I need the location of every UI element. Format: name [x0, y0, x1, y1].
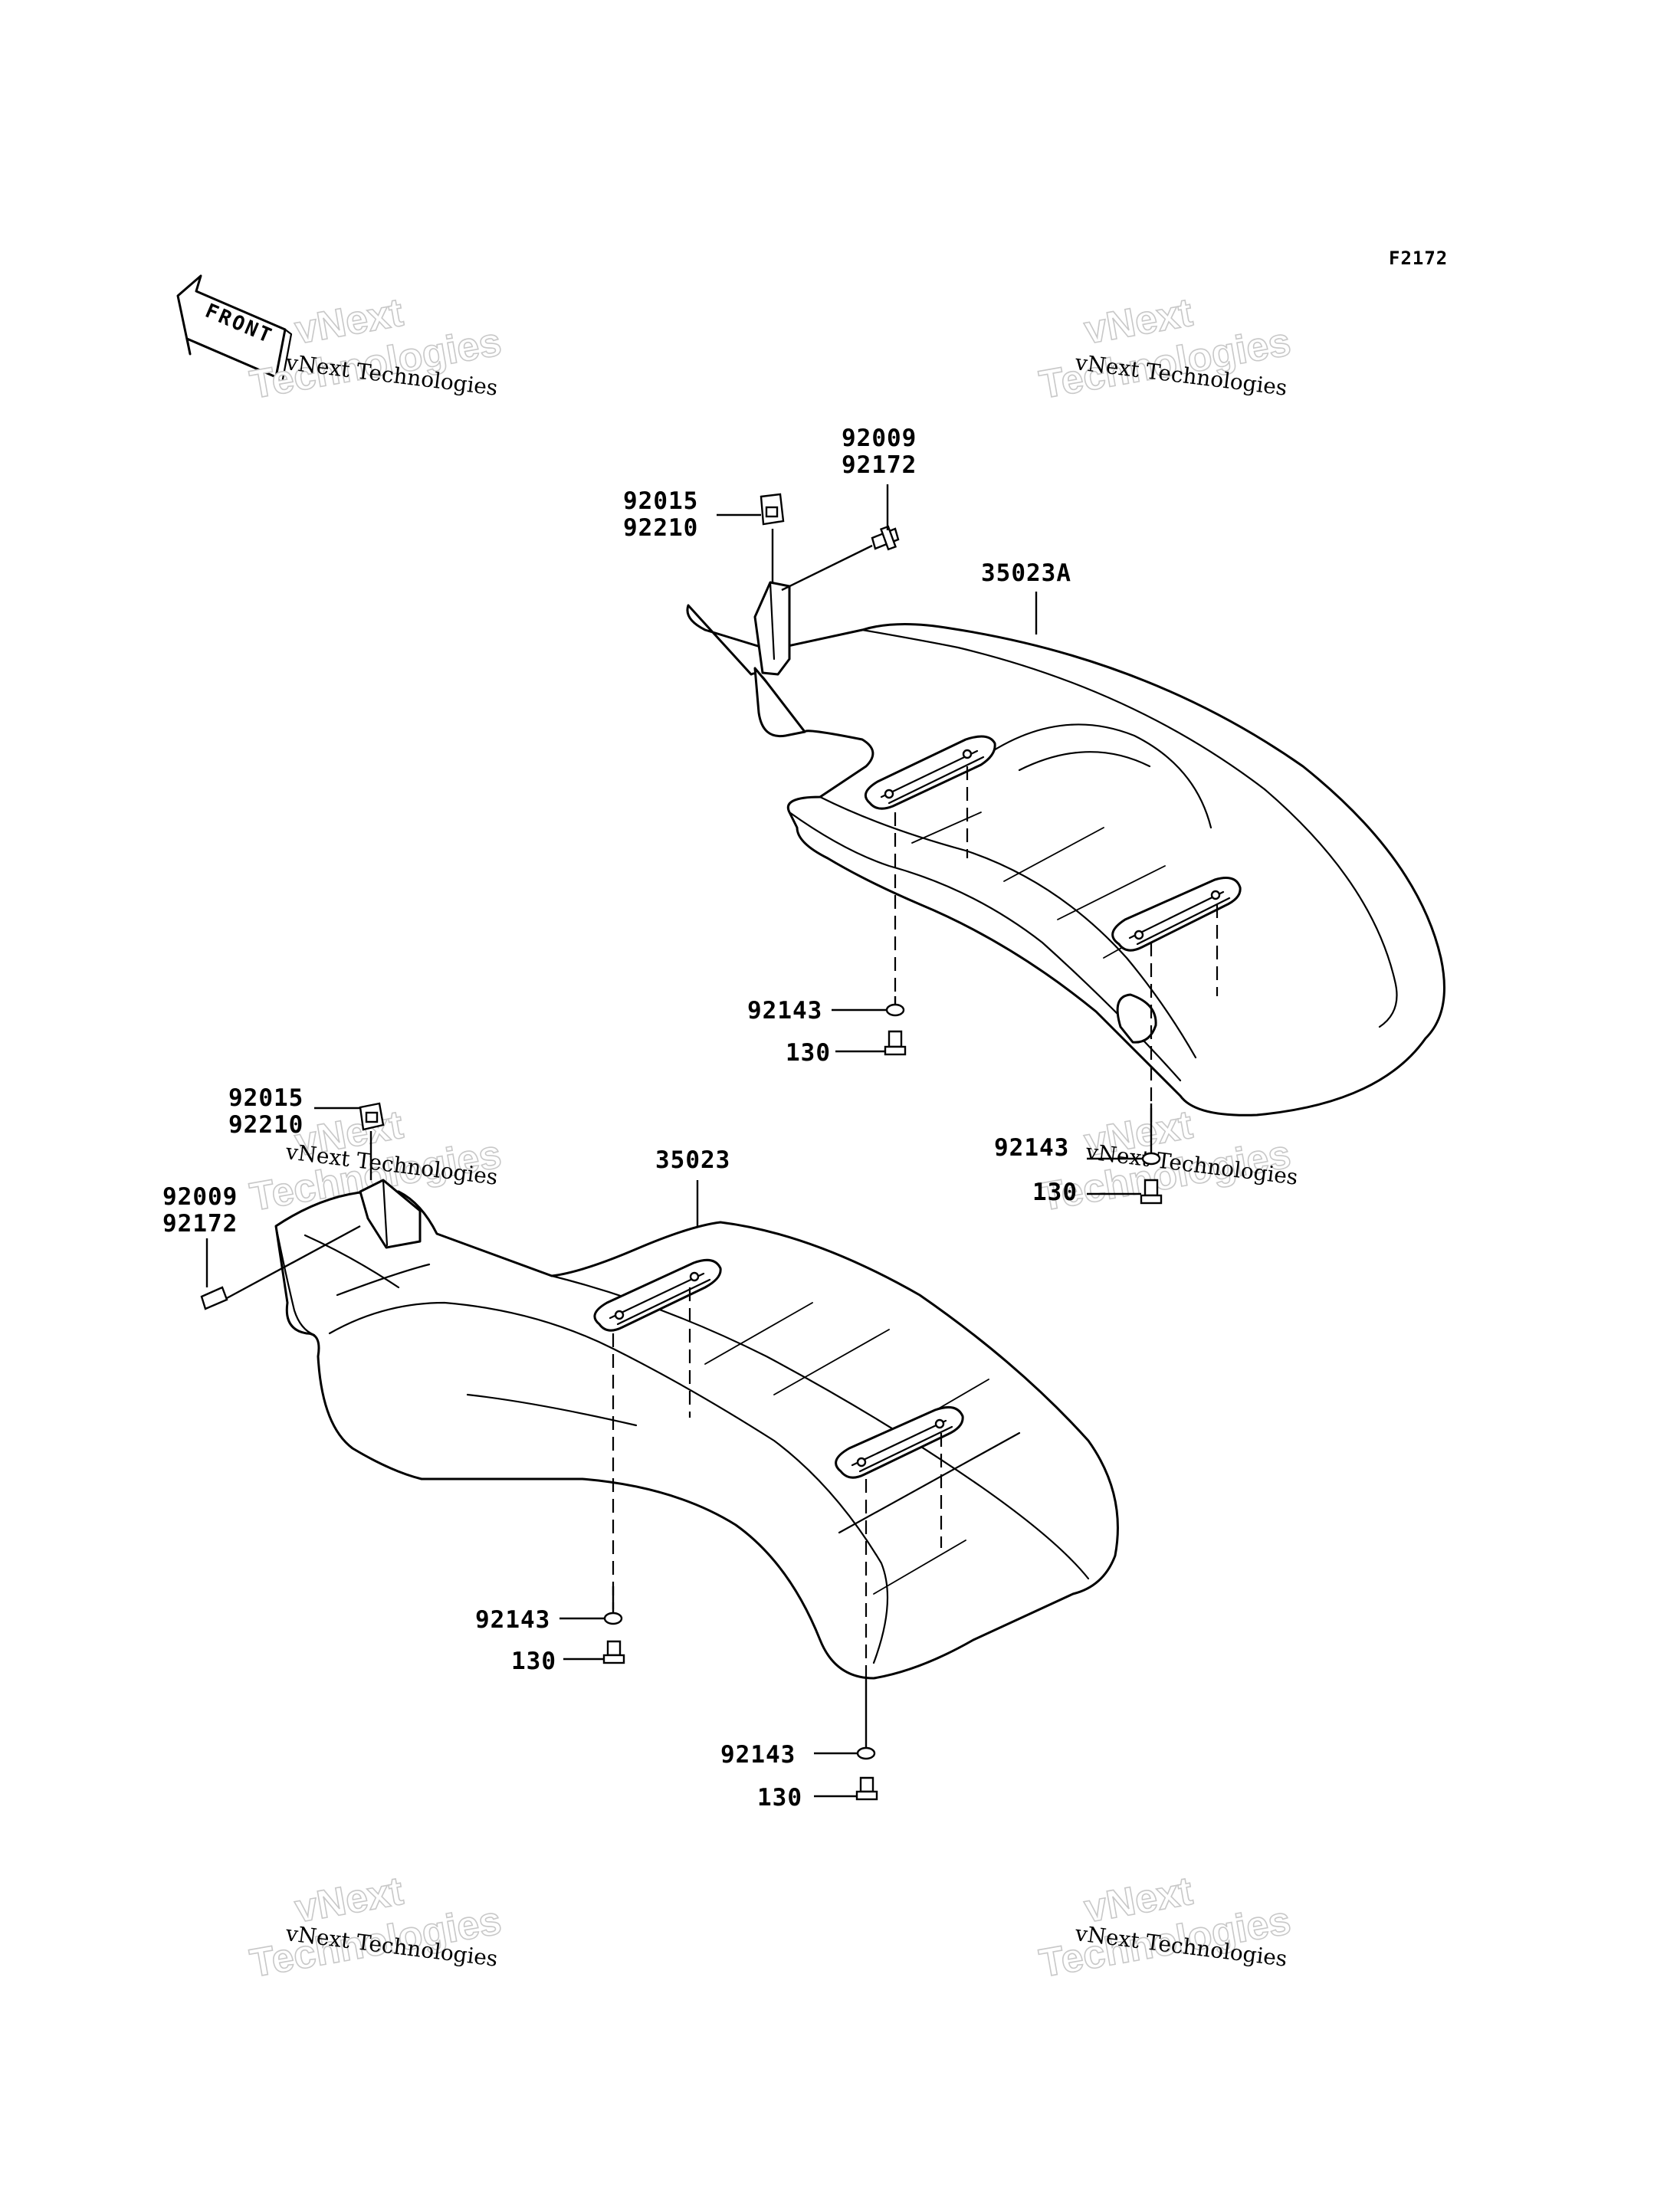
- bolt-icon: [1144, 1179, 1159, 1197]
- lower-hardware: [200, 1102, 943, 1801]
- label-lower-washer-front: 92143: [475, 1606, 550, 1634]
- label-lower-clip-1: 92015: [228, 1084, 304, 1112]
- bolt-icon: [859, 1776, 874, 1793]
- label-upper-screw-1: 92009: [842, 425, 917, 452]
- label-lower-bolt-front: 130: [511, 1648, 556, 1675]
- washer-icon: [1141, 1152, 1161, 1166]
- washer-icon: [856, 1746, 876, 1760]
- screw-icon: [200, 1286, 228, 1310]
- label-upper-fender: 35023A: [981, 559, 1071, 587]
- label-lower-fender: 35023: [655, 1146, 730, 1174]
- lower-fender-35023: [274, 1179, 1119, 1680]
- label-upper-washer-front: 92143: [747, 997, 822, 1025]
- label-upper-washer-rear: 92143: [994, 1134, 1069, 1162]
- upper-fender-35023A: [686, 581, 1445, 1117]
- figure-code: F2172: [1389, 248, 1448, 269]
- label-lower-screw-2: 92172: [162, 1210, 238, 1238]
- label-lower-bolt-rear: 130: [757, 1784, 802, 1812]
- washer-icon: [885, 1003, 905, 1017]
- label-upper-clip-1: 92015: [623, 487, 698, 515]
- label-lower-clip-2: 92210: [228, 1111, 304, 1139]
- bolt-icon: [888, 1030, 903, 1048]
- bolt-icon: [606, 1640, 622, 1657]
- washer-icon: [603, 1612, 623, 1625]
- upper-hardware: [717, 484, 1219, 1205]
- label-upper-clip-2: 92210: [623, 514, 698, 542]
- label-upper-bolt-front: 130: [786, 1039, 831, 1067]
- label-lower-screw-1: 92009: [162, 1183, 238, 1211]
- label-lower-washer-rear: 92143: [720, 1741, 796, 1769]
- label-upper-screw-2: 92172: [842, 451, 917, 479]
- label-upper-bolt-rear: 130: [1032, 1179, 1078, 1206]
